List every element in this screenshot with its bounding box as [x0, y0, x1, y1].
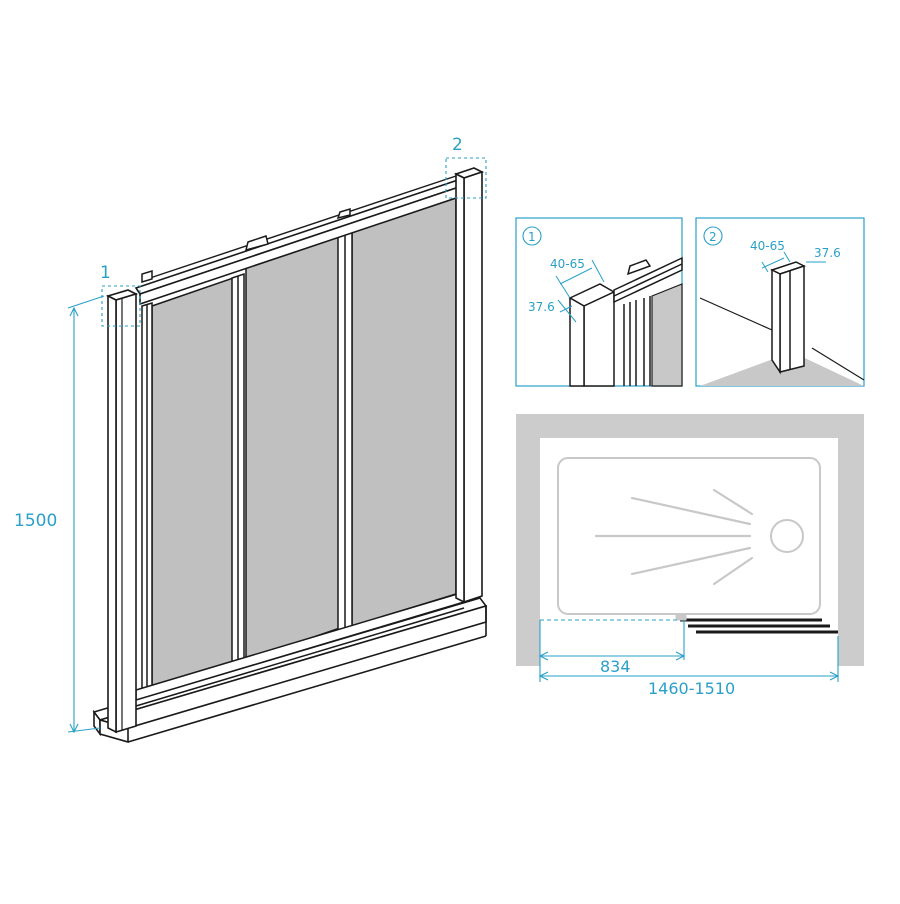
callout-boxes — [101, 157, 487, 327]
height-dimension — [67, 295, 105, 734]
glass-panel-middle — [245, 232, 341, 662]
height-label: 1500 — [14, 511, 57, 531]
main-shower-view: 1 2 1500 — [14, 135, 488, 744]
detail-2-depth-label: 37.6 — [814, 246, 841, 260]
callout-label-1: 1 — [100, 263, 111, 283]
detail-2-number: 2 — [709, 230, 717, 244]
right-wall-profile — [453, 167, 485, 604]
drain-icon — [770, 519, 804, 553]
callout-label-2: 2 — [452, 135, 463, 155]
detail-view-1: 1 40-65 37.6 — [515, 217, 683, 387]
opening-width-label: 834 — [600, 657, 631, 676]
top-rollers — [141, 207, 351, 284]
tray-slope-lines — [594, 488, 754, 586]
panel-profiles — [141, 229, 353, 699]
detail-2-width-label: 40-65 — [750, 239, 785, 253]
detail-1-number: 1 — [528, 230, 536, 244]
plan-dimensions — [538, 620, 840, 682]
glass-panel-right — [351, 194, 457, 628]
plan-view: 834 1460-1510 — [516, 414, 864, 698]
detail-1-number-badge — [522, 226, 542, 246]
detail-view-2: 2 40-65 37.6 — [695, 217, 865, 387]
left-wall-profile — [105, 289, 139, 734]
glass-panel-left — [151, 275, 237, 692]
detail-1-width-label: 40-65 — [550, 257, 585, 271]
detail-2-number-badge — [703, 226, 723, 246]
plan-door-panels — [680, 618, 838, 634]
detail-1-depth-label: 37.6 — [528, 300, 555, 314]
total-width-label: 1460-1510 — [648, 679, 735, 698]
